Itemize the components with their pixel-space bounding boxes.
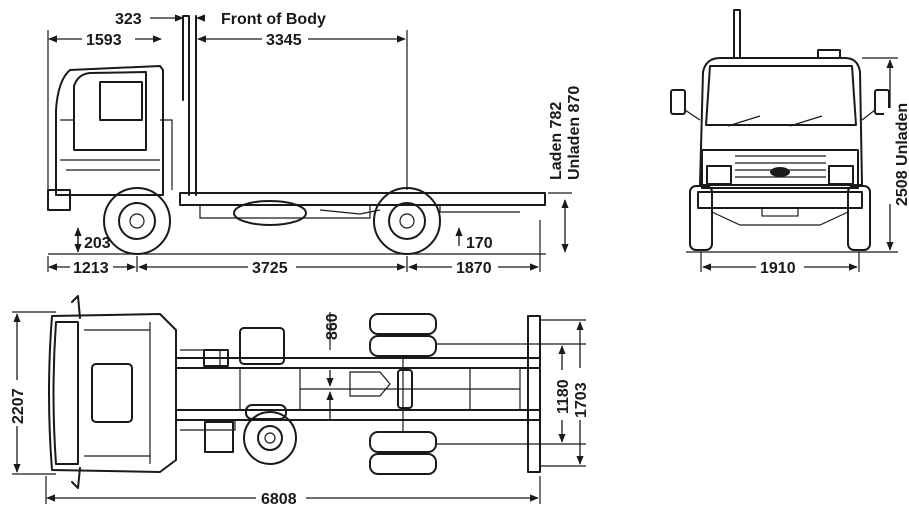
- roof-vent: [817, 49, 841, 59]
- top-cab: [48, 295, 177, 489]
- dim-3345-label: 3345: [266, 32, 302, 49]
- side-cab: [47, 65, 173, 211]
- front-tyre-left: [689, 185, 713, 251]
- front-bumper: [697, 191, 863, 209]
- side-chassis: [179, 192, 546, 226]
- dim-1593-label: 1593: [86, 32, 122, 49]
- dim-1870-label: 1870: [456, 260, 492, 277]
- dim-1593: 1593: [48, 32, 162, 49]
- dim-323-label: 323: [115, 11, 142, 28]
- side-rear-wheel: [373, 187, 441, 255]
- front-of-body-label: Front of Body: [221, 11, 326, 28]
- dim-1703-label: 1703: [573, 382, 590, 418]
- side-view: 323 Front of Body 1593 3345 Laden 782 Un…: [47, 11, 583, 277]
- dim-323: 323: [115, 11, 206, 28]
- dim-6808: 6808: [46, 491, 539, 507]
- dim-170-label: 170: [466, 235, 493, 252]
- dim-1910: 1910: [702, 260, 858, 277]
- dim-2207-label: 2207: [10, 388, 27, 424]
- front-tyre-right: [847, 185, 871, 251]
- dim-1703: 1703: [573, 321, 590, 465]
- dim-3345: 3345: [197, 32, 406, 49]
- unladen-label: Unladen 870: [566, 86, 583, 180]
- top-view: 2207 860 1180 1703 6808: [10, 295, 590, 507]
- dim-1910-label: 1910: [760, 260, 796, 277]
- dim-3725-label: 3725: [252, 260, 288, 277]
- dim-2207: 2207: [10, 313, 27, 473]
- dim-1180: 1180: [555, 345, 572, 443]
- unladen-height-label: 2508 Unladen: [894, 103, 909, 206]
- dim-860: 860: [324, 312, 341, 420]
- top-spare-wheel: [243, 411, 297, 465]
- windscreen: [705, 65, 857, 126]
- dim-170: 170: [455, 227, 493, 252]
- front-axle: [711, 211, 849, 226]
- exhaust-stack: [182, 15, 190, 196]
- dim-203-label: 203: [84, 235, 111, 252]
- laden-label: Laden 782: [548, 102, 565, 180]
- dim-1180-label: 1180: [555, 379, 572, 414]
- dim-1213: 1213: [48, 260, 136, 277]
- front-exhaust: [733, 9, 741, 59]
- front-cab: [699, 57, 863, 186]
- dim-203: 203: [74, 227, 111, 253]
- dim-1213-label: 1213: [73, 260, 109, 277]
- top-chassis: [175, 315, 541, 473]
- dim-3725: 3725: [138, 260, 406, 277]
- top-rear-tyres: [369, 313, 437, 475]
- front-view: 2508 Unladen 1910: [670, 9, 909, 277]
- dim-6808-label: 6808: [261, 491, 297, 507]
- mirrors: [670, 89, 890, 121]
- dim-1870: 1870: [408, 260, 539, 277]
- grille: [701, 149, 859, 189]
- side-front-wheel: [103, 187, 171, 255]
- dim-860-label: 860: [324, 313, 341, 340]
